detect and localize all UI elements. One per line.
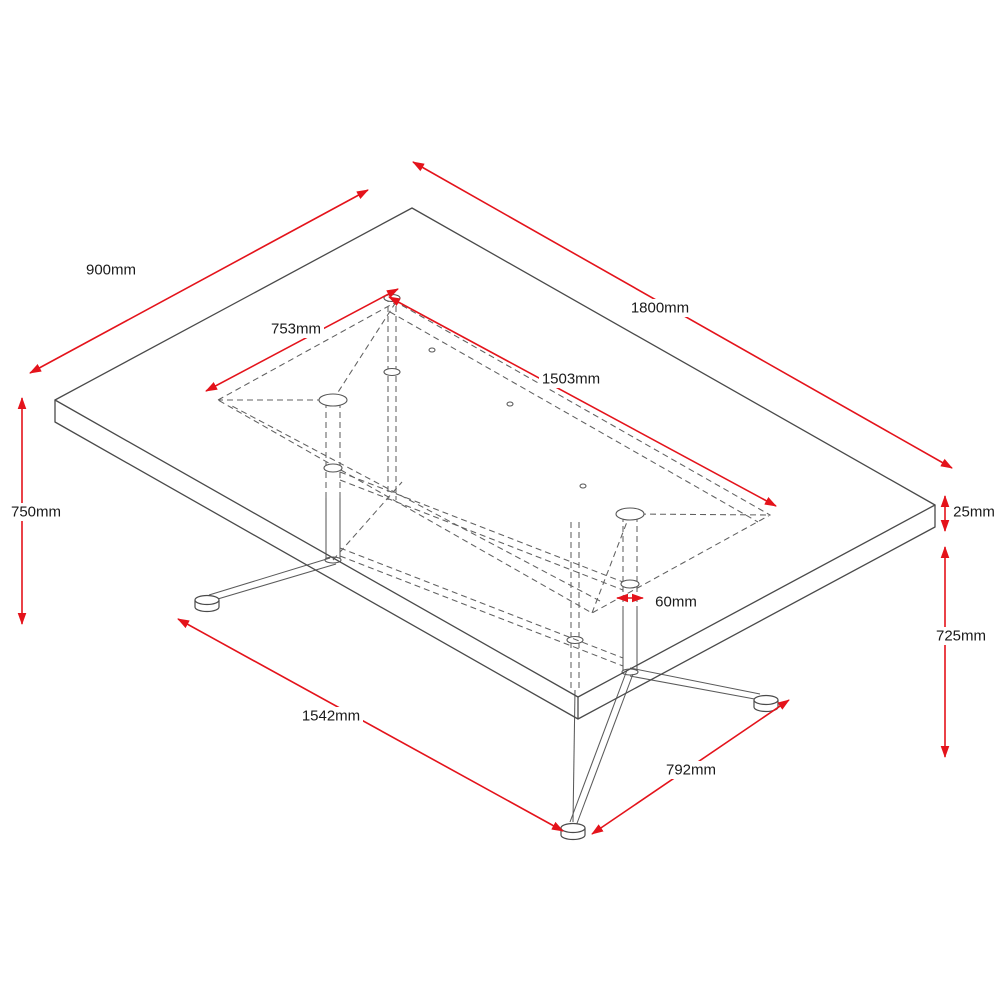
foot-pad-front — [560, 822, 586, 841]
dimension-label-column-width: 60mm — [655, 594, 697, 611]
dimension-label-clearance-height: 725mm — [936, 628, 986, 645]
tabletop — [54, 207, 936, 720]
dimension-label-base-length: 1542mm — [302, 708, 360, 725]
dimension-frame-length: 1503mm — [388, 296, 777, 507]
base-legs — [194, 481, 779, 841]
dimension-base-depth: 792mm — [591, 699, 790, 835]
dimension-top-thickness: 25mm — [940, 495, 997, 532]
dimension-label-top-length: 1800mm — [631, 300, 689, 317]
dimension-overall-height: 750mm — [8, 397, 64, 625]
dimension-top-depth: 900mm — [29, 189, 369, 374]
dimension-label-top-depth: 900mm — [86, 262, 136, 279]
table-linework — [54, 207, 936, 841]
dimension-clearance-height: 725mm — [933, 546, 989, 758]
dimension-column-width: 60mm — [616, 593, 699, 611]
dimensions: 900mm 1800mm 753mm 1503mm 750mm 25mm — [8, 161, 997, 835]
left-pedestal-column — [318, 393, 348, 564]
dimension-base-length: 1542mm — [177, 618, 564, 832]
dimension-label-overall-height: 750mm — [11, 504, 61, 521]
dimension-label-base-depth: 792mm — [666, 762, 716, 779]
foot-pad-left — [194, 594, 220, 613]
dimension-frame-depth: 753mm — [205, 288, 399, 392]
tabletop-edge-thickness — [54, 399, 936, 720]
dimension-label-top-thickness: 25mm — [953, 504, 995, 521]
dimension-label-frame-depth: 753mm — [271, 321, 321, 338]
dimension-label-frame-length: 1503mm — [542, 371, 600, 388]
right-pedestal-column — [615, 507, 645, 676]
dimension-top-length: 1800mm — [412, 161, 953, 469]
